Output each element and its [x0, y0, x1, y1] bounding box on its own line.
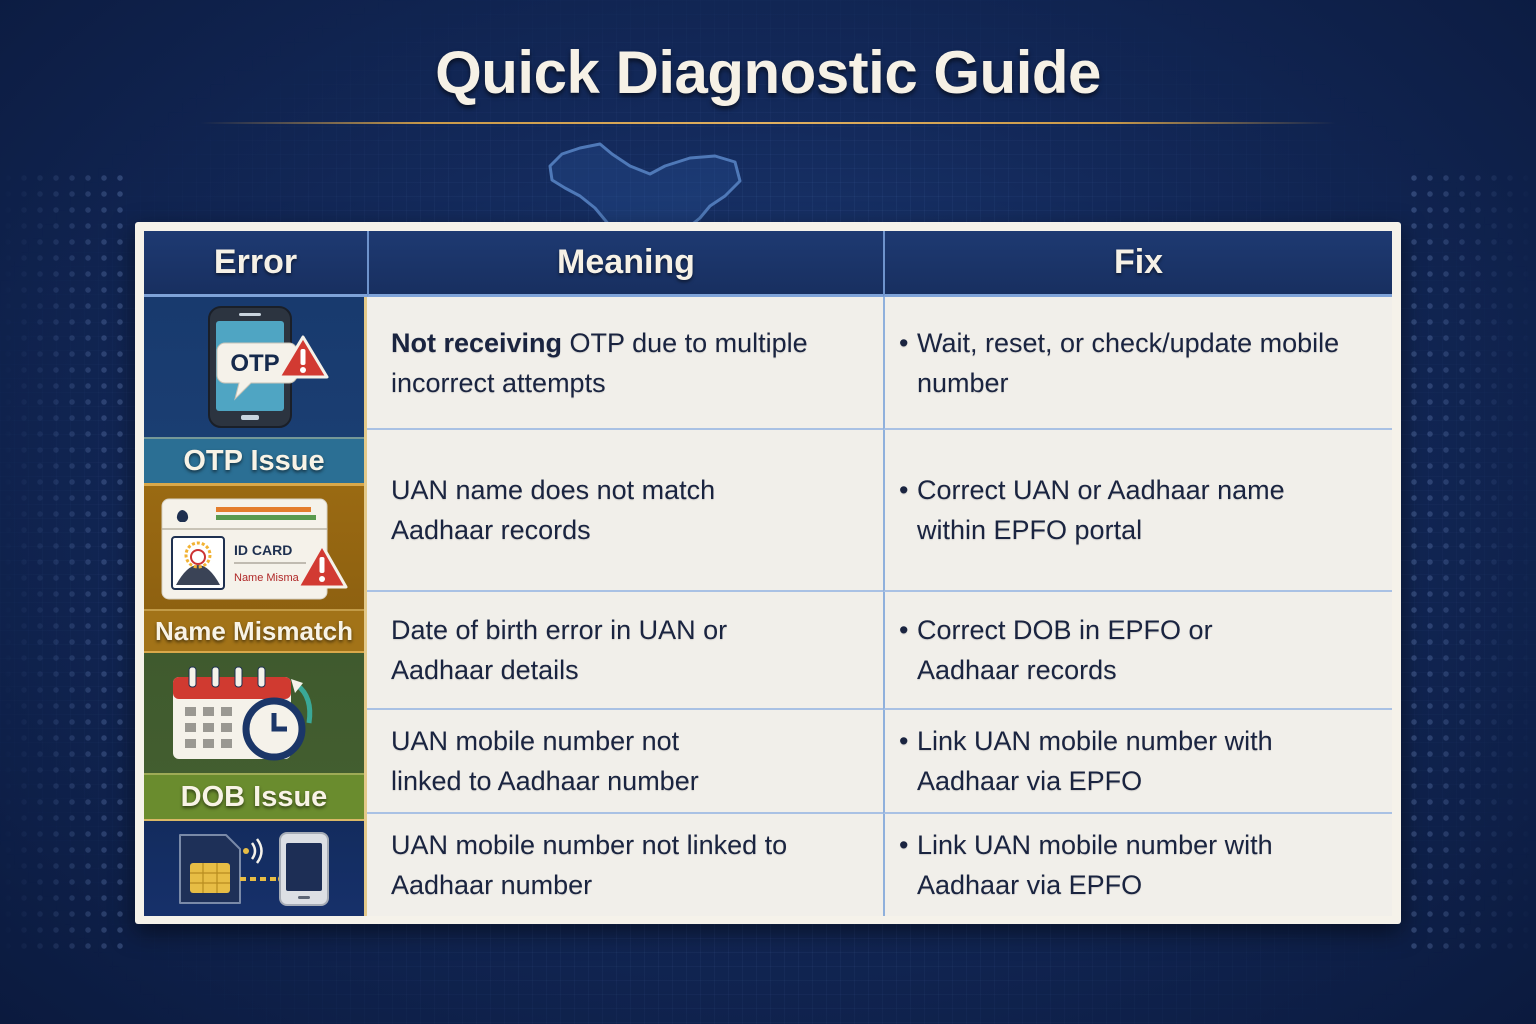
- row-3-fix: •Correct DOB in EPFO or Aadhaar records: [883, 592, 1392, 710]
- title-divider: [200, 122, 1336, 124]
- error-name-mismatch: ID CARD Name Misma Name Mismatch: [144, 483, 364, 653]
- row-4-meaning: UAN mobile number not linked to Aadhaar …: [367, 710, 883, 814]
- svg-text:ID CARD: ID CARD: [234, 542, 292, 558]
- error-column: OTP OTP Issue: [144, 297, 367, 916]
- sim-to-phone-icon: [179, 831, 329, 906]
- error-label-dob: DOB Issue: [144, 773, 364, 819]
- dot-pattern-right: [1406, 170, 1536, 950]
- row-2-meaning: UAN name does not match Aadhaar records: [367, 430, 883, 592]
- diagnostic-table-card: Error Meaning Fix OTP: [135, 222, 1401, 924]
- header-error: Error: [144, 231, 367, 297]
- calendar-clock-icon: [173, 666, 313, 761]
- india-map-outline-icon: [548, 142, 742, 226]
- error-dob-issue: DOB Issue: [144, 653, 364, 819]
- row-1-meaning: Not receiving OTP due to multiple incorr…: [367, 297, 883, 430]
- diagnostic-table: Error Meaning Fix OTP: [144, 231, 1392, 916]
- dot-pattern-left: [0, 170, 130, 950]
- row-5-fix: •Link UAN mobile number with Aadhaar via…: [883, 814, 1392, 916]
- id-card-alert-icon: ID CARD Name Misma: [161, 498, 348, 599]
- bullet: •: [899, 327, 909, 358]
- row-4-fix: •Link UAN mobile number with Aadhaar via…: [883, 710, 1392, 814]
- svg-text:OTP: OTP: [230, 350, 279, 377]
- phone-otp-alert-icon: OTP: [208, 306, 329, 428]
- header-fix: Fix: [883, 231, 1392, 297]
- header-meaning: Meaning: [367, 231, 883, 297]
- error-label-name-mismatch: Name Mismatch: [144, 609, 364, 653]
- row-1-fix: •Wait, reset, or check/update mobile num…: [883, 297, 1392, 430]
- page-title: Quick Diagnostic Guide: [435, 39, 1101, 106]
- error-otp-issue: OTP OTP Issue: [144, 297, 364, 483]
- row-2-fix: •Correct UAN or Aadhaar name within EPFO…: [883, 430, 1392, 592]
- error-label-otp: OTP Issue: [144, 437, 364, 483]
- row-5-meaning: UAN mobile number not linked to Aadhaar …: [391, 830, 788, 900]
- meaning-emphasis: Not receiving: [391, 327, 563, 358]
- row-3-meaning: Date of birth error in UAN or Aadhaar de…: [367, 592, 883, 710]
- error-sim-not-linked: [144, 819, 364, 916]
- svg-text:Name Misma: Name Misma: [234, 572, 300, 584]
